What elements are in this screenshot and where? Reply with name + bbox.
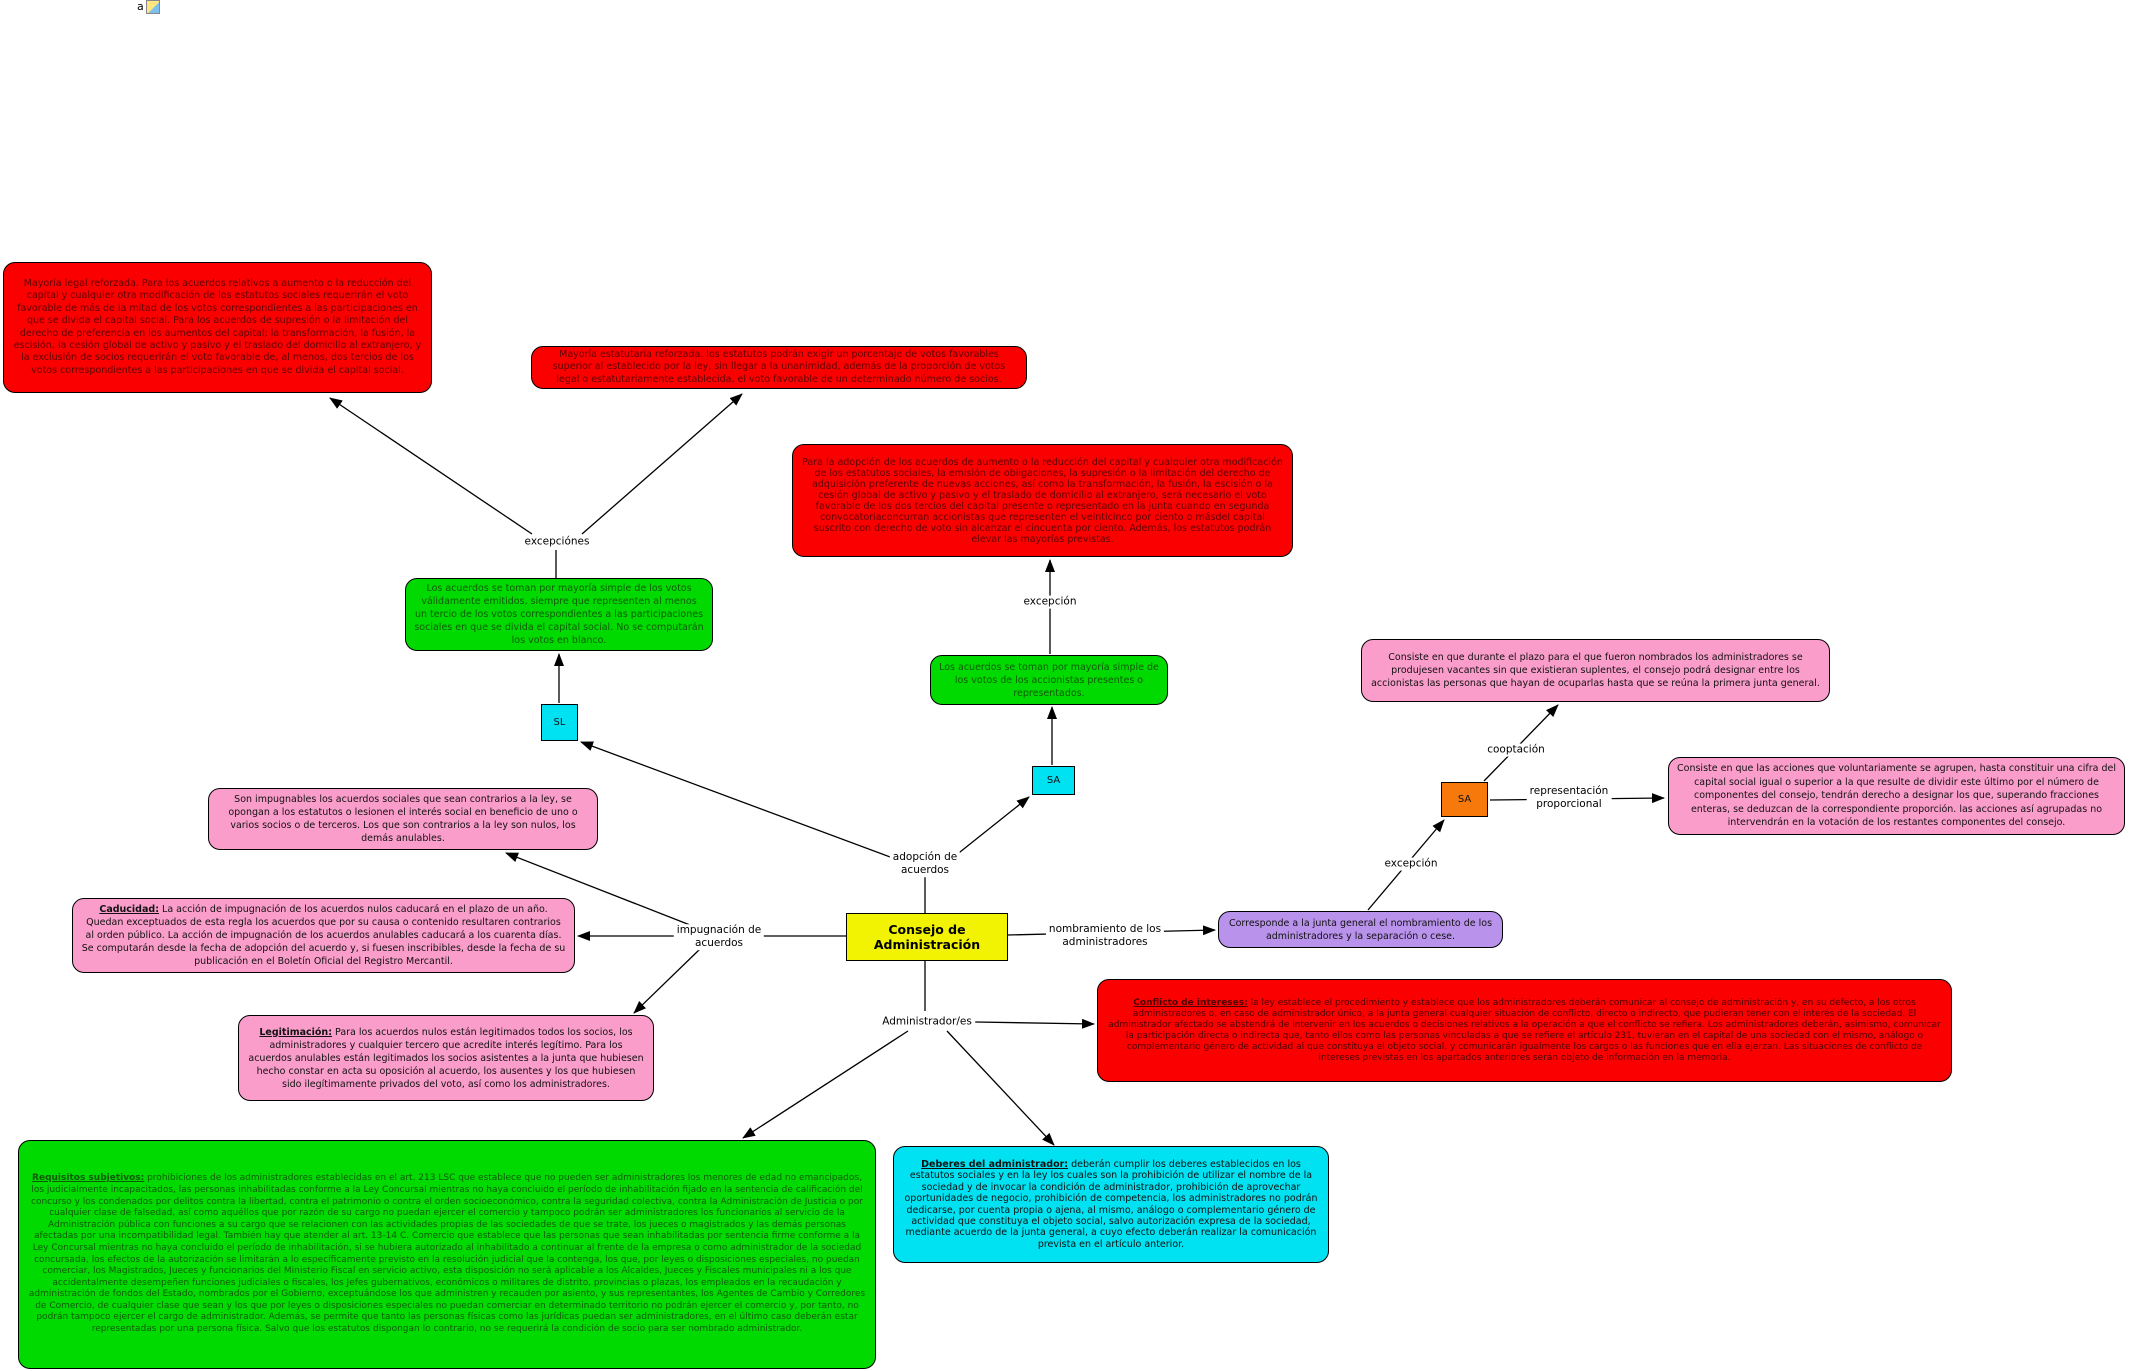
node-mayoria-estatutaria-reforzada[interactable]: Mayoría estatutaria reforzada. los estat… bbox=[531, 346, 1027, 389]
node-body: prohibiciones de los administradores est… bbox=[28, 1173, 866, 1335]
link-label-representacion-proporcional[interactable]: representación proporcional bbox=[1526, 785, 1612, 811]
node-text: Conflicto de intereses: la ley establece… bbox=[1106, 998, 1943, 1064]
stray-window-artifact: a bbox=[137, 0, 160, 14]
node-text: Son impugnables los acuerdos sociales qu… bbox=[228, 794, 578, 844]
node-text: Los acuerdos se toman por mayoría simple… bbox=[414, 583, 704, 646]
node-heading: Conflicto de intereses: bbox=[1133, 997, 1248, 1008]
node-sa-consejo[interactable]: SA bbox=[1441, 782, 1488, 817]
node-body: deberán cumplir los deberes establecidos… bbox=[904, 1158, 1318, 1250]
node-sl[interactable]: SL bbox=[541, 704, 578, 741]
link-label-excepciones[interactable]: excepciónes bbox=[521, 535, 593, 549]
node-regla-mayoria-sa[interactable]: Los acuerdos se toman por mayoría simple… bbox=[930, 655, 1168, 705]
link-label-excepcion-sa[interactable]: excepción bbox=[1020, 595, 1080, 609]
link-label-excepcion-consejo[interactable]: excepción bbox=[1381, 857, 1441, 871]
node-text: Para la adopción de los acuerdos de aume… bbox=[802, 456, 1283, 545]
node-heading: Requisitos subjetivos: bbox=[32, 1173, 145, 1184]
node-sa-junta[interactable]: SA bbox=[1032, 766, 1075, 795]
node-acuerdos-impugnables[interactable]: Son impugnables los acuerdos sociales qu… bbox=[208, 788, 598, 850]
node-mayoria-sa-excepcion[interactable]: Para la adopción de los acuerdos de aume… bbox=[792, 444, 1293, 557]
node-text: Deberes del administrador: deberán cumpl… bbox=[902, 1159, 1320, 1250]
node-label: Consejo de Administración bbox=[873, 922, 981, 952]
node-caducidad[interactable]: Caducidad: La acción de impugnación de l… bbox=[72, 898, 575, 973]
artifact-text: a bbox=[137, 0, 144, 13]
node-label: SA bbox=[1457, 794, 1472, 805]
node-label: SL bbox=[553, 717, 566, 728]
node-consejo-de-administracion[interactable]: Consejo de Administración bbox=[846, 913, 1008, 961]
node-body: La acción de impugnación de los acuerdos… bbox=[81, 904, 566, 967]
link-label-administradores[interactable]: Administrador/es bbox=[879, 1015, 975, 1029]
node-text: Consiste en que las acciones que volunta… bbox=[1677, 763, 2116, 829]
node-representacion-definicion[interactable]: Consiste en que las acciones que volunta… bbox=[1668, 757, 2125, 835]
node-cooptacion-definicion[interactable]: Consiste en que durante el plazo para el… bbox=[1361, 639, 1830, 702]
node-text: Mayoría estatutaria reforzada. los estat… bbox=[552, 349, 1006, 385]
node-heading: Caducidad: bbox=[99, 904, 159, 915]
node-text: Legitimación: Para los acuerdos nulos es… bbox=[247, 1026, 645, 1091]
node-deberes-del-administrador[interactable]: Deberes del administrador: deberán cumpl… bbox=[893, 1146, 1329, 1263]
node-text: Mayoría legal reforzada. Para los acuerd… bbox=[13, 277, 422, 376]
link-label-impugnacion-de-acuerdos[interactable]: impugnación de acuerdos bbox=[673, 924, 765, 950]
node-legitimacion[interactable]: Legitimación: Para los acuerdos nulos es… bbox=[238, 1015, 654, 1101]
node-requisitos-subjetivos[interactable]: Requisitos subjetivos: prohibiciones de … bbox=[18, 1140, 876, 1369]
node-label: SA bbox=[1046, 775, 1061, 786]
node-text: Requisitos subjetivos: prohibiciones de … bbox=[27, 1173, 867, 1335]
node-conflicto-de-intereses[interactable]: Conflicto de intereses: la ley establece… bbox=[1097, 979, 1952, 1082]
node-body: la ley establece el procedimiento y esta… bbox=[1108, 997, 1941, 1063]
link-label-adopcion-de-acuerdos[interactable]: adopción de acuerdos bbox=[889, 851, 961, 877]
node-nombramiento-definicion[interactable]: Corresponde a la junta general el nombra… bbox=[1218, 911, 1503, 948]
node-text: Caducidad: La acción de impugnación de l… bbox=[81, 903, 566, 968]
node-mayoria-legal-reforzada[interactable]: Mayoría legal reforzada. Para los acuerd… bbox=[3, 262, 432, 393]
node-text: Consiste en que durante el plazo para el… bbox=[1371, 651, 1820, 690]
node-text: Los acuerdos se toman por mayoría simple… bbox=[939, 661, 1159, 699]
node-heading: Deberes del administrador: bbox=[921, 1158, 1069, 1170]
node-heading: Legitimación: bbox=[259, 1026, 332, 1038]
link-label-cooptacion[interactable]: cooptación bbox=[1484, 743, 1548, 757]
node-body: Para los acuerdos nulos están legitimado… bbox=[248, 1026, 644, 1090]
link-label-nombramiento[interactable]: nombramiento de los administradores bbox=[1045, 923, 1165, 949]
node-text: Corresponde a la junta general el nombra… bbox=[1228, 917, 1493, 942]
node-regla-mayoria-sl[interactable]: Los acuerdos se toman por mayoría simple… bbox=[405, 578, 713, 651]
tiny-file-icon bbox=[145, 0, 160, 14]
